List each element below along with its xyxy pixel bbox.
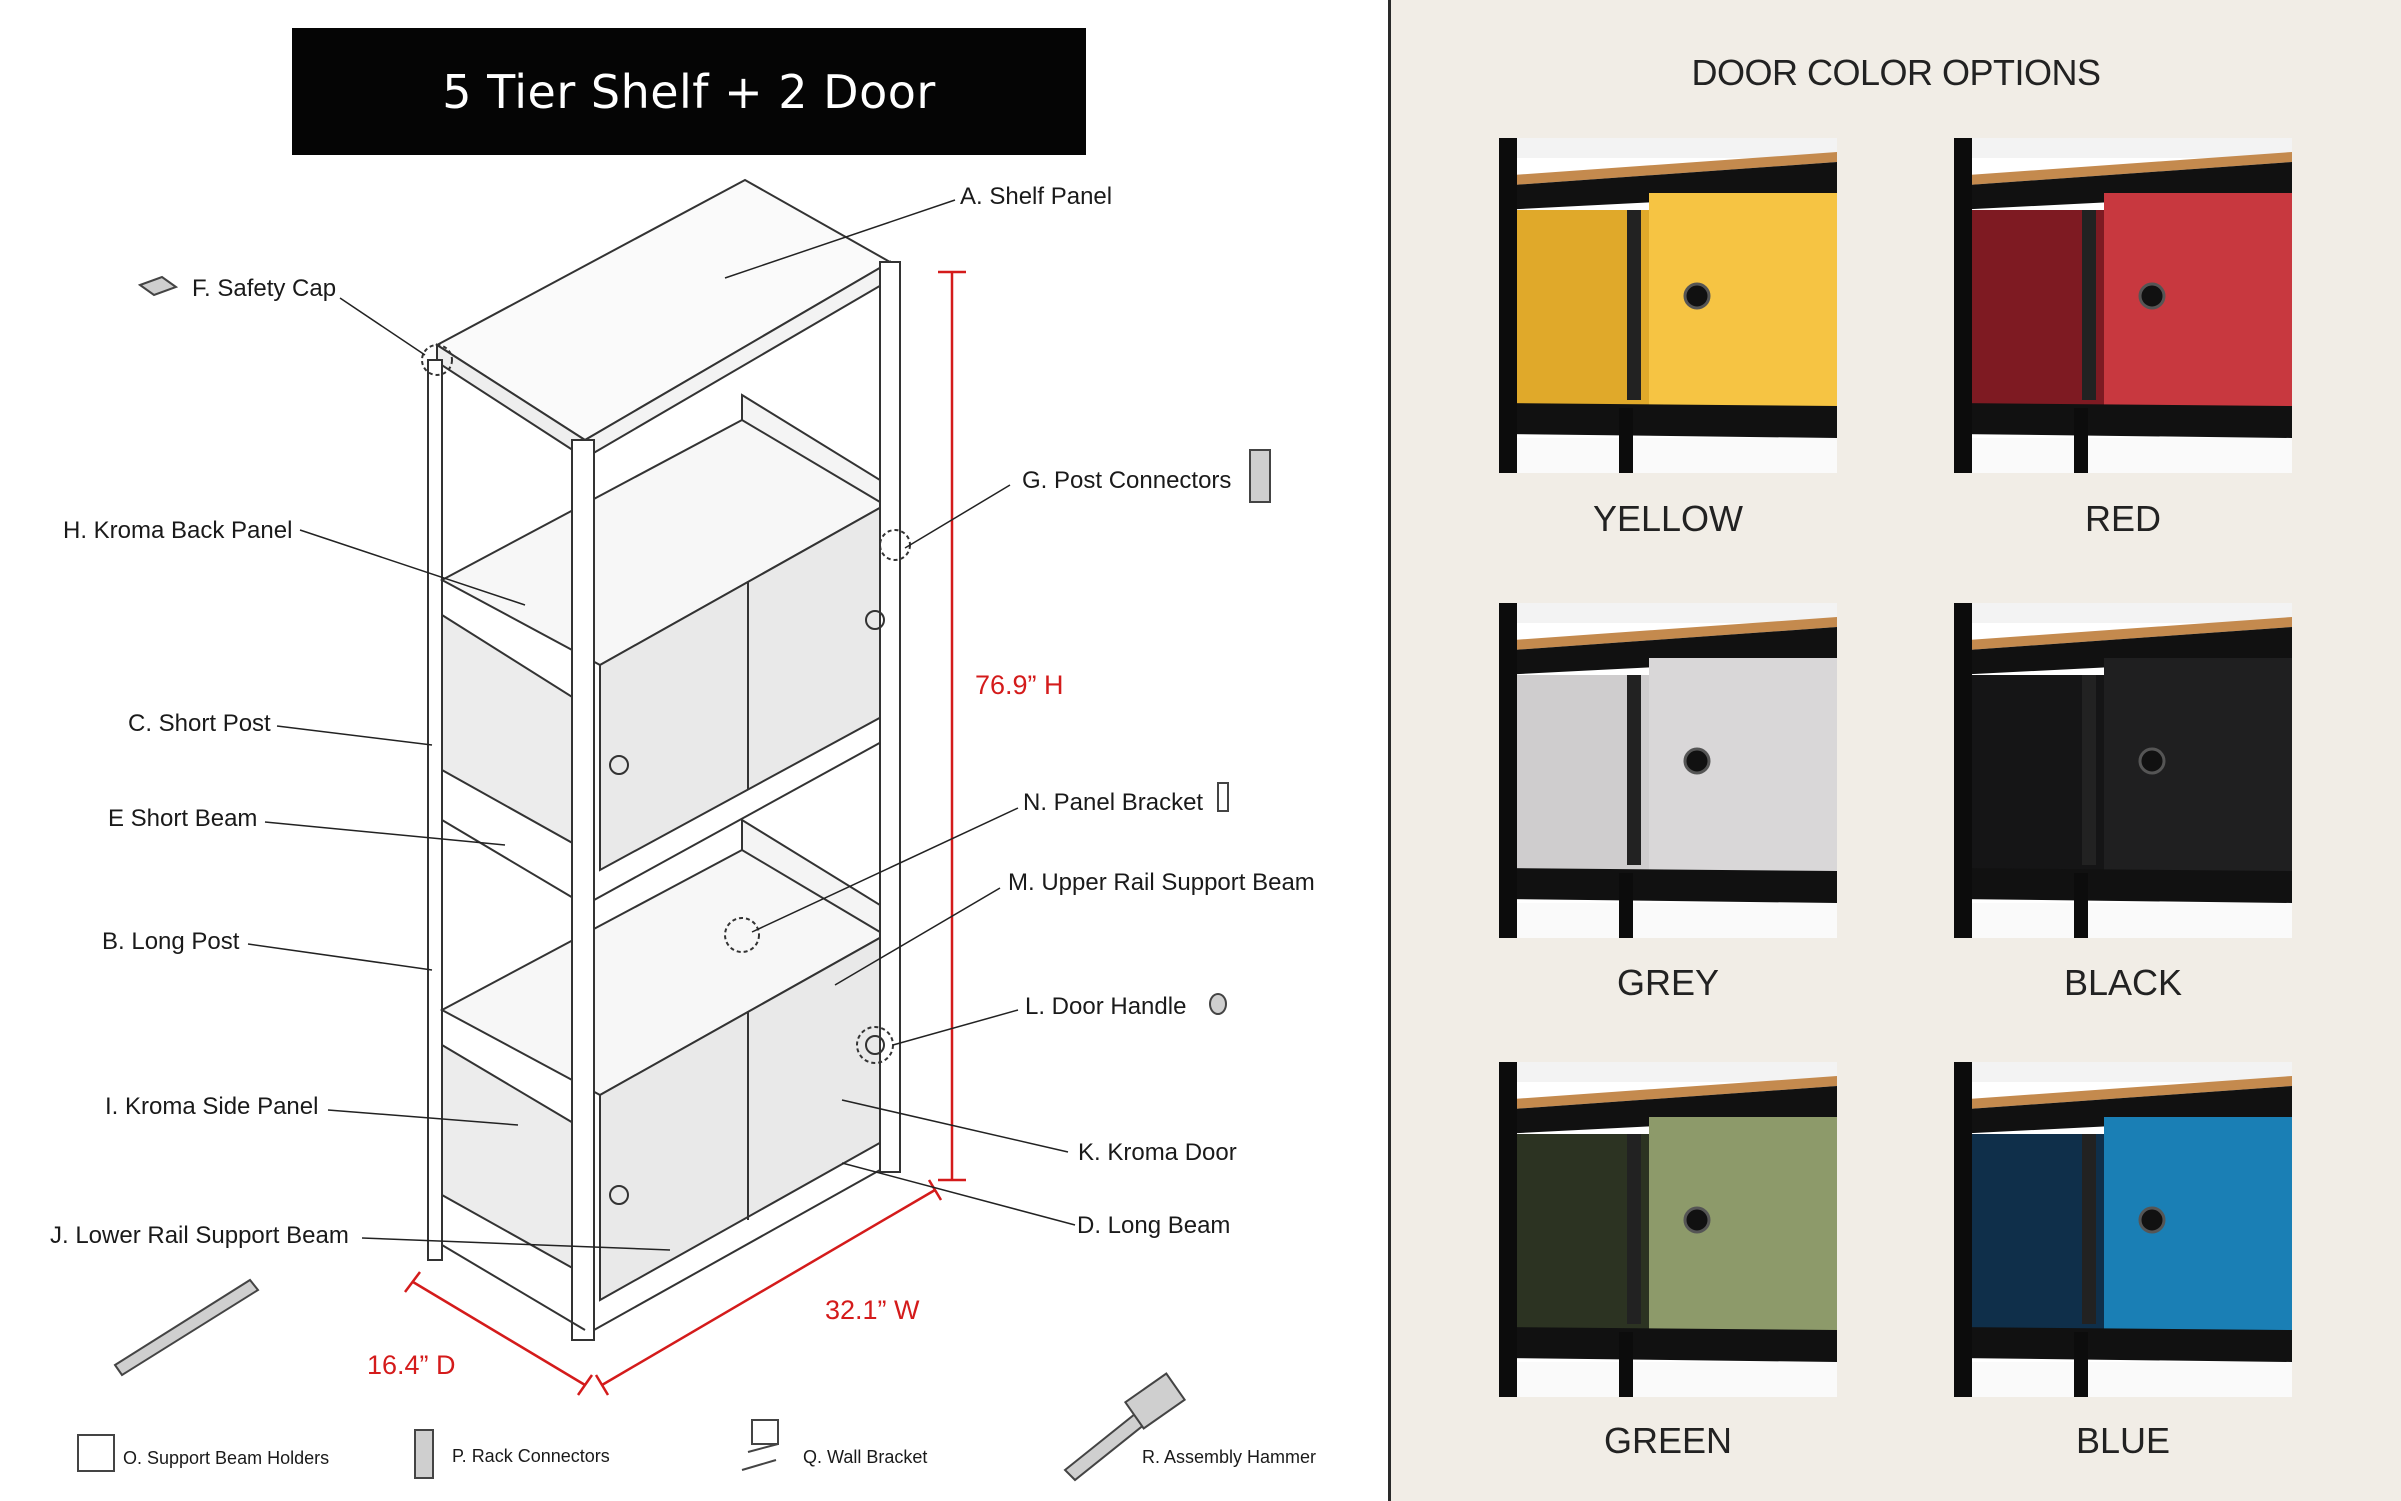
swatch-label-yellow: YELLOW [1592,498,1744,539]
screw-icon [741,1443,779,1471]
swatch-photo-yellow [1499,138,1837,473]
safety-cap-icon [137,275,179,297]
swatch-grey[interactable] [1499,603,1837,938]
swatch-label-grey: GREY [1616,962,1720,1003]
swatch-blue[interactable] [1954,1062,2292,1397]
color-options-title: DOOR COLOR OPTIONS [1691,52,2101,93]
tool-wall-bracket: Q. Wall Bracket [803,1447,928,1467]
swatch-photo-red [1954,138,2292,473]
swatch-photo-grey [1499,603,1837,938]
tool-rack-connectors: P. Rack Connectors [452,1446,610,1466]
swatch-green[interactable] [1499,1062,1837,1397]
label-short-beam: E Short Beam [108,805,258,832]
assembly-diagram-panel: 5 Tier Shelf + 2 Door [50,28,1317,1482]
swatch-photo-black [1954,603,2292,938]
label-lower-rail-beam: J. Lower Rail Support Beam [50,1222,349,1249]
label-long-post: B. Long Post [102,928,240,955]
label-kroma-door: K. Kroma Door [1078,1139,1237,1166]
side-panel-upper [441,613,586,852]
door-handle-icon [1209,993,1227,1015]
front-right-post [879,261,901,1173]
rack-connector-icon [414,1429,434,1479]
label-panel-bracket: N. Panel Bracket [1023,789,1204,816]
tool-support-beam-holders: O. Support Beam Holders [123,1448,330,1468]
label-safety-cap: F. Safety Cap [192,275,337,302]
swatch-photo-green [1499,1062,1837,1397]
label-upper-rail-beam: M. Upper Rail Support Beam [1008,869,1315,896]
wall-bracket-icon [751,1419,779,1445]
label-side-panel: I. Kroma Side Panel [105,1093,319,1120]
swatch-photo-blue [1954,1062,2292,1397]
label-door-handle: L. Door Handle [1025,993,1187,1020]
panel-bracket-icon [1217,782,1229,812]
panel-divider [1388,0,1391,1501]
shelf-exploded-drawing [77,178,1271,1482]
label-shelf-panel: A. Shelf Panel [960,183,1113,210]
tool-assembly-hammer: R. Assembly Hammer [1142,1447,1317,1467]
swatch-label-red: RED [2084,498,2161,539]
swatch-black[interactable] [1954,603,2292,938]
title-banner: 5 Tier Shelf + 2 Door [292,28,1086,155]
dimension-depth: 16.4” D [367,1350,456,1380]
swatch-label-green: GREEN [1603,1420,1733,1461]
rail-icon [113,1278,260,1377]
label-post-connectors: G. Post Connectors [1022,467,1232,494]
label-short-post: C. Short Post [128,710,271,737]
page-title: 5 Tier Shelf + 2 Door [442,64,936,119]
swatch-red[interactable] [1954,138,2292,473]
swatch-yellow[interactable] [1499,138,1837,473]
back-left-post [427,359,443,1261]
leader-lines [247,199,1076,1251]
shelf-frame [421,178,911,1341]
swatch-label-blue: BLUE [2075,1420,2171,1461]
part-icons [77,275,1271,1482]
label-long-beam: D. Long Beam [1077,1212,1231,1239]
color-options-panel: DOOR COLOR OPTIONS YELLOW RED GREY BLACK GRE… [1391,0,2401,1501]
post-connector-icon [1249,449,1271,503]
label-back-panel: H. Kroma Back Panel [63,517,293,544]
swatch-label-black: BLACK [2063,962,2183,1003]
front-left-post [571,439,595,1341]
door-handle [609,755,629,775]
support-beam-holder-icon [77,1434,115,1472]
dimension-width: 32.1” W [825,1295,920,1325]
dimension-height: 76.9” H [975,670,1064,700]
side-panel-lower [441,1043,586,1277]
